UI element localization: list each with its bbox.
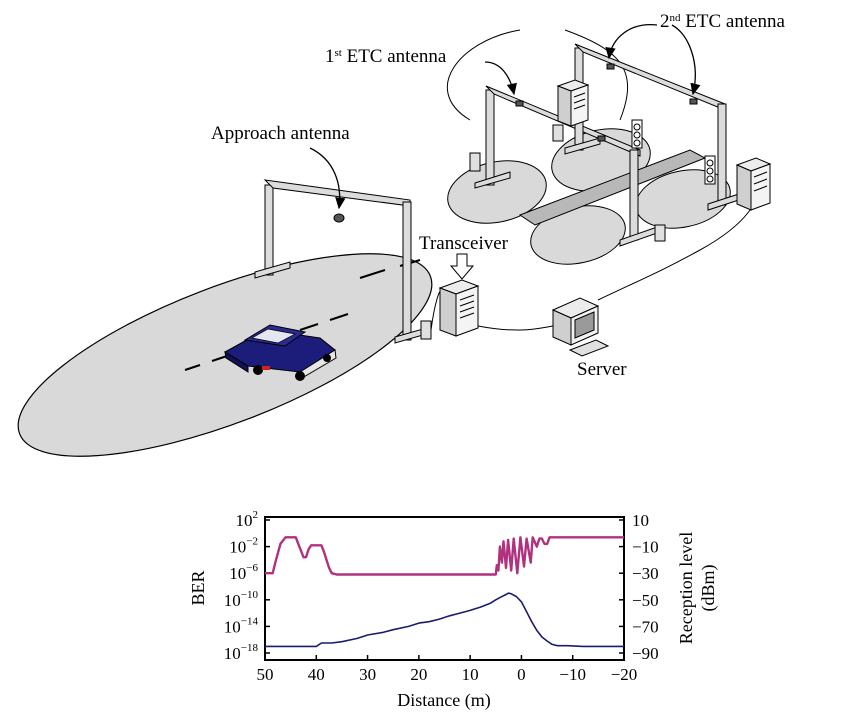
second-etc-gantry-icon — [564, 43, 746, 211]
x-tick-label: 50 — [257, 665, 274, 684]
right-tick-label: −90 — [632, 644, 659, 663]
x-tick-label: −10 — [559, 665, 586, 684]
second-etc-antenna-label: 2nd ETC antenna — [660, 11, 785, 32]
x-axis-title: Distance (m) — [397, 690, 490, 711]
right-tick-label: −70 — [632, 617, 659, 636]
left-tick-label: 10−2 — [229, 536, 258, 557]
right-axis-title-line2: (dBm) — [698, 564, 719, 611]
etc-antenna-icon — [515, 63, 698, 142]
approach-antenna-label: Approach antenna — [211, 123, 350, 144]
left-tick-label: 10−6 — [229, 562, 258, 583]
right-tick-label: −50 — [632, 591, 659, 610]
left-tick-label: 10−18 — [224, 642, 259, 663]
x-tick-label: 0 — [517, 665, 526, 684]
right-axis-title-line1: Reception level — [676, 532, 696, 644]
x-tick-label: −20 — [611, 665, 638, 684]
transceiver-label: Transceiver — [419, 233, 508, 254]
transceiver-cabinet-icon — [420, 279, 480, 340]
label-arrow-icon — [309, 24, 701, 210]
x-tick-label: 20 — [410, 665, 427, 684]
plot-frame — [264, 516, 625, 661]
left-axis-title: BER — [188, 570, 208, 605]
approach-antenna-icon — [333, 213, 345, 223]
left-tick-label: 10−14 — [224, 615, 259, 636]
x-tick-label: 10 — [462, 665, 479, 684]
right-tick-label: −30 — [632, 564, 659, 583]
left-tick-label: 10−10 — [224, 589, 259, 610]
reception-level-series-line — [265, 536, 624, 576]
x-tick-label: 30 — [359, 665, 376, 684]
lane-marking — [184, 259, 421, 371]
car-icon — [224, 324, 337, 381]
right-tick-label: −10 — [632, 538, 659, 557]
right-tick-label: 10 — [632, 511, 649, 530]
ber-series-line — [265, 592, 624, 648]
server-computer-icon — [551, 297, 610, 357]
x-tick-label: 40 — [308, 665, 325, 684]
left-tick-label: 102 — [236, 509, 259, 530]
server-label: Server — [577, 359, 627, 380]
transceiver-arrow-icon — [449, 253, 475, 280]
etc-cabinet-icon — [469, 79, 772, 242]
first-etc-antenna-label: 1st ETC antenna — [325, 46, 447, 67]
traffic-light-icon — [631, 119, 716, 185]
